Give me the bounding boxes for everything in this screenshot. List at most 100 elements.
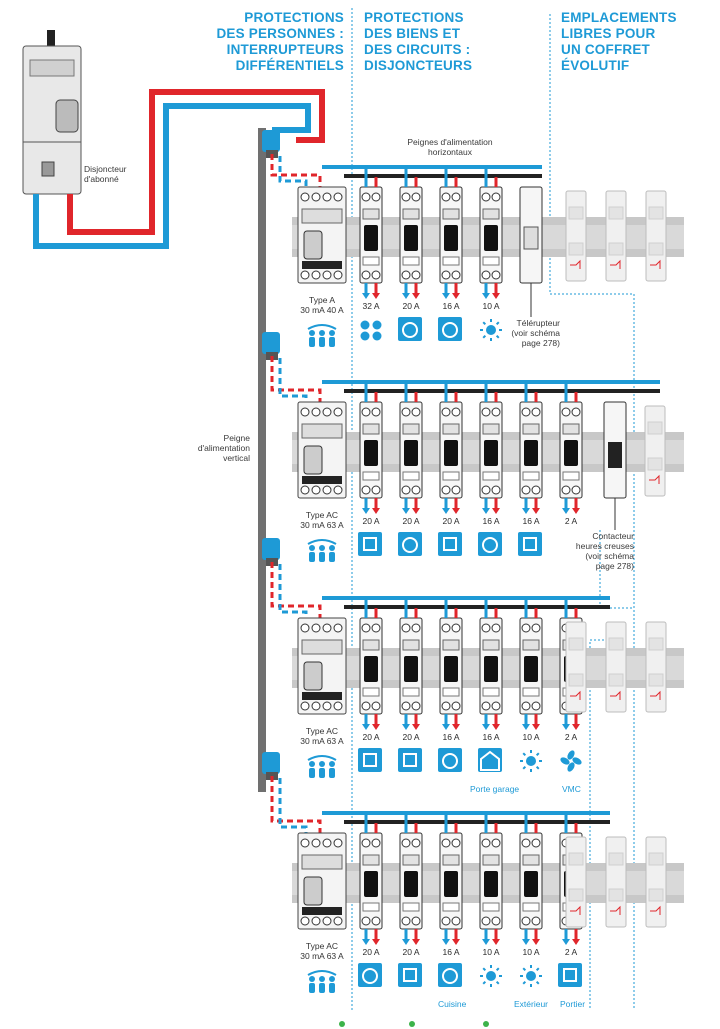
free-slot-mark [570,690,581,700]
free-slot-mark [650,259,661,269]
header-libres-line: EMPLACEMENTS [561,10,677,25]
breaker-toggle [484,440,498,466]
header-personnes-line: DIFFÉRENTIELS [235,58,344,73]
breaker-screw [491,916,501,926]
rcd-type-line-2: 30 mA 63 A [300,736,344,746]
amperage-label: 32 A [362,301,380,311]
contacteur-line: page 278) [595,561,634,571]
horizontal-comb-black [344,389,660,393]
rcd-screw [300,407,310,417]
breaker-screw [481,407,491,417]
amperage-label: 20 A [362,947,380,957]
amperage-label: 20 A [362,516,380,526]
breaker-toggle [444,225,458,251]
people-icon [302,536,342,564]
breaker-screw [411,701,421,711]
breaker-screw [531,407,541,417]
rcd-rating-strip [302,261,342,269]
arrow-neutral [562,724,570,730]
breaker-label [442,471,460,481]
breaker-screw [451,192,461,202]
telerupteur-line: Télérupteur [516,318,560,328]
person-head [309,330,315,336]
rcd-screw [322,701,332,711]
water-heater-icon-glyph [443,537,457,551]
drum-shape [402,322,418,338]
breaker-toggle [444,871,458,897]
breaker-label [402,687,420,697]
breaker-window [482,423,500,435]
people-icon [302,321,342,349]
breaker-window [442,854,460,866]
arrow-phase [412,724,420,730]
contacteur-switch [608,442,622,468]
breaker-window [522,423,540,435]
fan-blade [572,757,582,765]
breaker-toggle [524,871,538,897]
dashed-feed-red [270,776,322,833]
free-slot-window [608,206,624,220]
breaker-toggle [444,656,458,682]
free-slot-window [608,852,624,866]
breaker-screw [451,407,461,417]
shutter-icon-glyph [523,537,537,551]
vertical-comb-clip [262,752,280,774]
free-slot-window [568,852,584,866]
rcd-screw [322,270,332,280]
arrow-neutral [402,508,410,514]
header-libres-line: ÉVOLUTIF [561,58,630,73]
breaker-screw [371,485,381,495]
people-arc [307,324,337,330]
breaker-screw [491,838,501,848]
person-head [329,976,335,982]
amperage-label: 16 A [482,516,500,526]
person-body [309,337,315,347]
free-slot-module [645,836,667,928]
row-1 [270,154,684,299]
dashed-feed-blue [278,358,308,402]
breaker-screw [441,192,451,202]
breaker-screw [411,623,421,633]
fan-icon-glyph [560,750,582,772]
header-personnes: PROTECTIONS DES PERSONNES : INTERRUPTEUR… [180,10,344,74]
breaker-screw [361,623,371,633]
rcd-screw [300,485,310,495]
horizontal-comb-blue [322,811,610,815]
fridge-icon [398,963,422,987]
breaker-window [402,639,420,651]
horizontal-comb-blue [322,165,542,169]
breaker-screw [371,407,381,417]
dashed-feed-blue [278,156,308,187]
person-body [329,337,335,347]
arrow-neutral [362,508,370,514]
contacteur-line: heures creuses [575,541,634,551]
free-slot-window [647,421,663,435]
microwave-icon-glyph [362,968,378,984]
breaker-label [522,471,540,481]
people-arc [307,755,337,761]
breaker-screw [441,916,451,926]
rcd-type-line-1: Type AC [305,510,339,520]
person-head [309,976,315,982]
dashed-feed-red [270,562,322,618]
people-arc [307,539,337,545]
amperage-label: 10 A [522,947,540,957]
free-slot-window [648,852,664,866]
horizontal-comb-black [344,820,610,824]
appliance-shape [443,537,457,551]
bulb-ray [535,752,540,757]
arrow-neutral [562,939,570,945]
breaker-label [362,902,380,912]
breaker-screw [531,485,541,495]
breaker-window [442,208,460,220]
free-slot-mark [610,905,621,915]
kitchen-socket-icon-glyph [442,968,458,984]
vertical-comb-clip [262,538,280,560]
people-glyph [307,970,337,993]
appliance-shape [363,753,377,767]
bottom-marker [483,1021,489,1027]
arrow-neutral [522,508,530,514]
breaker-screw [521,623,531,633]
amperage-label: 10 A [482,947,500,957]
rcd-top-panel [301,639,343,655]
